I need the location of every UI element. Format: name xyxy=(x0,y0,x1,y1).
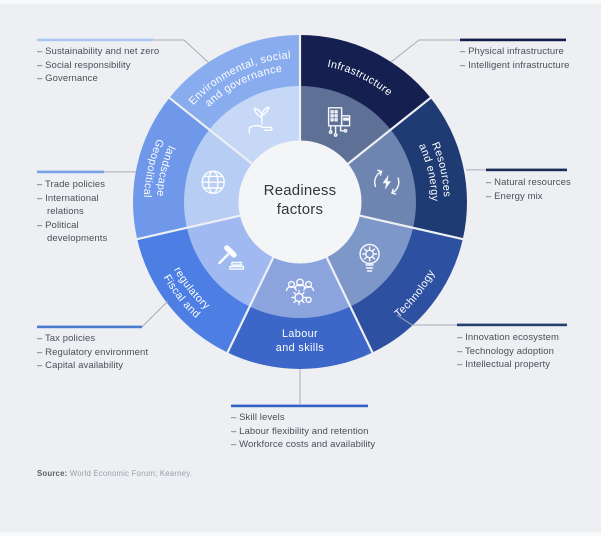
segment-label-labour-skills: Labour xyxy=(282,328,318,340)
globe-icon xyxy=(201,170,225,194)
bulb-gear-icon xyxy=(359,243,380,272)
callout-bar xyxy=(231,404,368,408)
callout-item: – Innovation ecosystem xyxy=(457,332,560,343)
callout-item: – International relations xyxy=(37,192,99,218)
callout-infrastructure: – Physical infrastructure – Intelligent i… xyxy=(460,45,601,72)
callout-item: – Capital availability xyxy=(37,360,124,372)
callout-geopolitical-landscape: – Trade policies – International relation… xyxy=(37,178,137,246)
callout-bar xyxy=(460,38,566,42)
segment-divider xyxy=(167,96,257,168)
top-edge-strip xyxy=(0,0,601,4)
segment-divider xyxy=(323,251,375,355)
building-icon xyxy=(327,107,351,137)
callout-item: – Labour flexibility and retention xyxy=(231,425,369,437)
callout-item: – Intelligent infrastructure xyxy=(460,59,570,71)
segment-labour-skills-outer xyxy=(227,306,373,369)
segment-divider xyxy=(343,96,433,168)
segment-esg-outer xyxy=(169,35,300,130)
bottom-edge-strip xyxy=(0,532,601,536)
callout-fiscal-regulatory: – Tax policies – Regulatory environment – … xyxy=(37,332,227,373)
segment-divider xyxy=(354,213,465,241)
callout-item: – Energy mix xyxy=(486,190,543,202)
source-text: World Economic Forum; Kearney. xyxy=(69,469,193,478)
center-title: Readiness factors xyxy=(230,181,370,219)
callout-bar xyxy=(486,168,567,172)
segment-divider xyxy=(225,251,277,355)
callout-item: – Sustainability and net zero xyxy=(37,46,160,57)
callout-item: – Political developments xyxy=(37,219,108,245)
segment-divider xyxy=(135,213,246,241)
callout-connector xyxy=(141,300,169,328)
callout-item: – Skill levels xyxy=(231,412,285,423)
center-title-line2: factors xyxy=(276,201,324,218)
callout-item: – Regulatory environment xyxy=(37,346,149,358)
callout-bar xyxy=(37,325,142,329)
people-gear-icon xyxy=(285,278,315,306)
callout-item: – Intellectual property xyxy=(457,359,551,371)
segment-fiscal-regulatory-outer xyxy=(137,227,250,353)
segment-geopolitical-landscape-inner xyxy=(182,128,255,229)
callout-item: – Social responsibility xyxy=(37,59,131,71)
segment-geopolitical-landscape-outer xyxy=(133,97,210,240)
segment-label-labour-skills: and skills xyxy=(276,342,325,354)
callout-item: – Tax policies xyxy=(37,333,96,344)
callout-item: – Physical infrastructure xyxy=(460,46,564,57)
callout-item: – Technology adoption xyxy=(457,345,555,357)
callout-bar xyxy=(37,38,153,42)
source-line: Source: World Economic Forum; Kearney. xyxy=(37,469,192,478)
callout-resources-energy: – Natural resources – Energy mix xyxy=(486,176,601,203)
callout-connector xyxy=(390,39,460,63)
callout-esg: – Sustainability and net zero – Social re… xyxy=(37,45,227,86)
source-label: Source: xyxy=(37,469,68,478)
plant-hand-icon xyxy=(248,106,273,135)
callout-connector xyxy=(396,314,457,326)
center-title-line1: Readiness xyxy=(263,182,337,199)
callout-bar xyxy=(37,170,104,174)
callout-item: – Trade policies xyxy=(37,179,106,190)
energy-cycle-icon xyxy=(374,169,400,195)
segment-labour-skills-inner xyxy=(248,254,352,320)
callout-item: – Workforce costs and availability xyxy=(231,439,376,451)
segment-resources-energy-inner xyxy=(345,128,418,229)
callout-bar xyxy=(457,323,567,327)
segment-technology-outer xyxy=(350,227,463,353)
callout-item: – Governance xyxy=(37,73,98,85)
gavel-icon xyxy=(218,245,245,270)
center-circle xyxy=(238,140,362,264)
segment-resources-energy-outer xyxy=(390,97,467,240)
callout-connector xyxy=(153,39,210,64)
callout-labour-skills: – Skill levels – Labour flexibility and r… xyxy=(231,411,441,452)
segment-infrastructure-outer xyxy=(300,35,431,130)
callout-technology: – Innovation ecosystem – Technology adopt… xyxy=(457,331,601,372)
callout-item: – Natural resources xyxy=(486,177,571,188)
